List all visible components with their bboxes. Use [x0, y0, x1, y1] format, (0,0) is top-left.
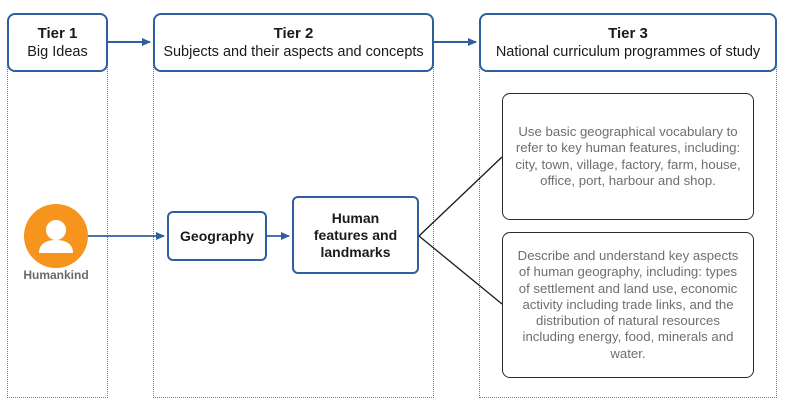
tier2-column — [153, 60, 434, 398]
curriculum-box-1: Use basic geographical vocabulary to ref… — [502, 93, 754, 220]
tier3-column — [479, 60, 777, 398]
tier1-header: Tier 1 Big Ideas — [7, 13, 108, 72]
person-icon — [24, 204, 88, 268]
aspect-to-curriculum2-line — [418, 235, 503, 305]
curriculum-box-2: Describe and understand key aspects of h… — [502, 232, 754, 378]
tier2-header: Tier 2 Subjects and their aspects and co… — [153, 13, 434, 72]
humankind-node: Humankind — [20, 200, 96, 290]
tier1-column — [7, 60, 108, 398]
tier3-subtitle: National curriculum programmes of study — [495, 43, 761, 60]
tier3-title: Tier 3 — [608, 24, 648, 42]
tier2-subtitle: Subjects and their aspects and concepts — [163, 43, 424, 60]
aspect-to-curriculum1-line — [418, 156, 503, 237]
tier3-header: Tier 3 National curriculum programmes of… — [479, 13, 777, 72]
tier2-title: Tier 2 — [273, 24, 314, 42]
aspect-node: Human features and landmarks — [292, 196, 419, 274]
tier1-subtitle: Big Ideas — [27, 43, 88, 60]
geography-node: Geography — [167, 211, 267, 261]
humankind-label: Humankind — [23, 268, 89, 282]
tier1-title: Tier 1 — [37, 24, 78, 42]
